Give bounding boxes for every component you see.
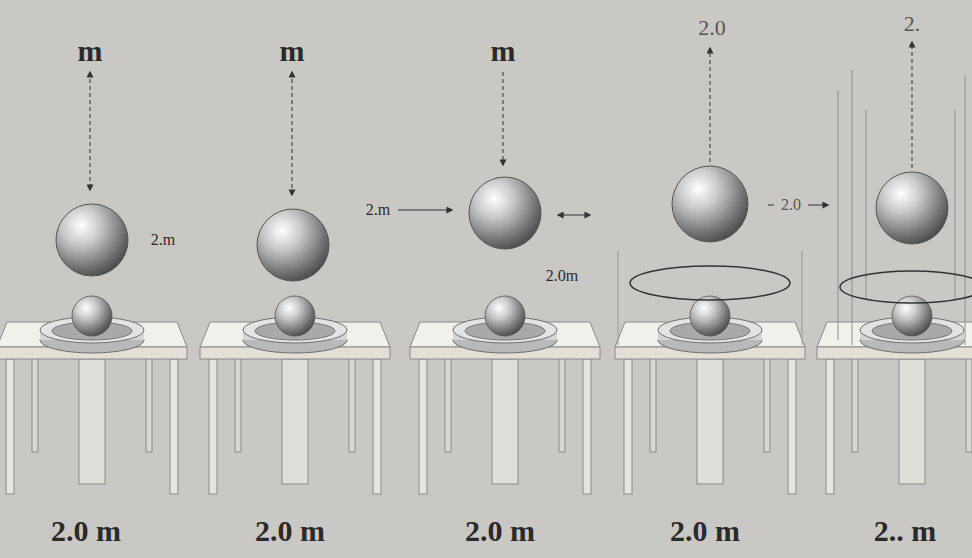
height-label: 2.0 m: [51, 514, 121, 547]
mass-label: m: [491, 34, 516, 67]
mass-label: m: [280, 34, 305, 67]
height-label: 2.0 m: [670, 514, 740, 547]
distance-label: 2.m: [364, 201, 392, 219]
field-ring: [840, 271, 972, 303]
distance-arrow: [292, 72, 293, 195]
pointer-arrow: [808, 205, 828, 206]
double-arrow: [558, 215, 590, 216]
distance-label: 2.0: [779, 196, 803, 214]
field-line: [618, 250, 619, 345]
distance-arrow: [710, 48, 711, 162]
field-lines: [838, 70, 965, 345]
distance-label: 2.: [904, 12, 921, 36]
height-label: 2.. m: [874, 514, 937, 547]
large-ball: [876, 172, 948, 244]
table-stand: [615, 296, 805, 494]
mass-label: m: [78, 34, 103, 67]
distance-arrow: [503, 72, 504, 165]
pointer-arrow: [398, 210, 452, 211]
table-stand: [817, 296, 972, 494]
height-label: 2.0 m: [465, 514, 535, 547]
table-stand: [410, 296, 600, 494]
distance-label: 2.m: [149, 231, 177, 249]
large-ball: [257, 209, 329, 281]
distance-arrow: [912, 42, 913, 168]
large-ball: [56, 204, 128, 276]
distance-arrow: [90, 72, 91, 190]
large-ball: [469, 177, 541, 249]
large-ball: [672, 166, 748, 242]
field-line: [802, 250, 803, 345]
table-stand: [0, 296, 187, 494]
distance-label: 2.0: [698, 16, 726, 40]
distance-label: 2.0m: [544, 267, 580, 285]
field-ring: [630, 266, 790, 300]
pointer-arrow: [768, 205, 774, 206]
height-label: 2.0 m: [255, 514, 325, 547]
table-stand: [200, 296, 390, 494]
